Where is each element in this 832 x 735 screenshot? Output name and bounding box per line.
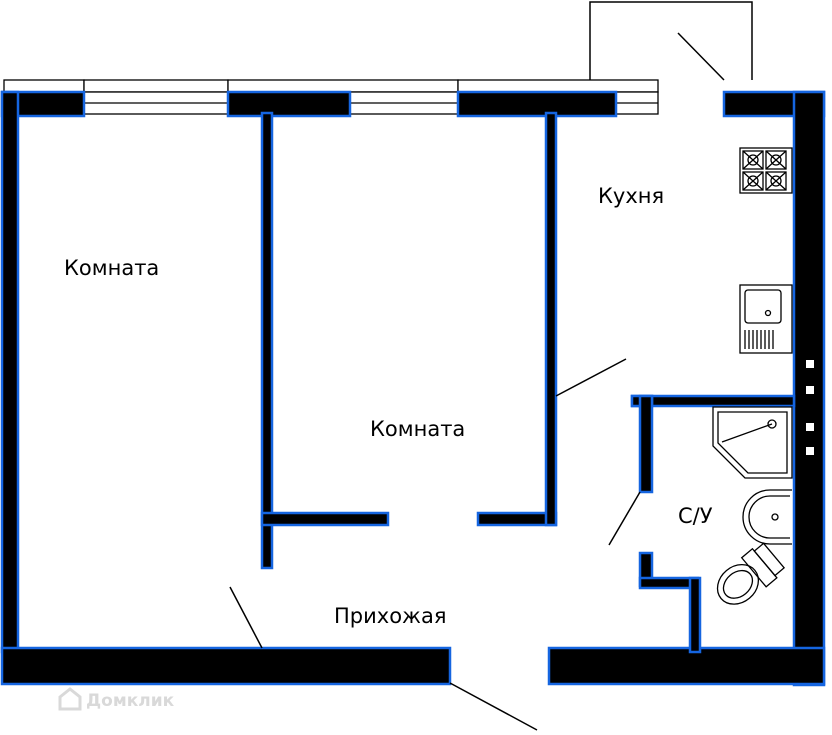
wall-room2-bottom-right	[476, 511, 558, 527]
wall-bath-top	[630, 394, 796, 408]
hallway-label: Прихожая	[334, 604, 446, 628]
toilet-icon	[716, 542, 786, 605]
washbasin-icon	[742, 489, 792, 545]
watermark-text: Домклик	[86, 691, 175, 711]
wall-room2-bottom-left	[260, 511, 390, 527]
balcony	[589, 1, 753, 81]
wall-bottom-right	[547, 646, 826, 686]
wall-bath-bottom	[688, 576, 702, 654]
watermark-logo-icon	[58, 687, 82, 711]
door-swings	[229, 358, 641, 731]
wall-top-right	[456, 90, 618, 118]
windows	[3, 79, 659, 115]
kitchen-sink-icon	[739, 284, 793, 354]
watermark: Домклик	[58, 687, 175, 711]
wall-room2-right	[544, 111, 558, 527]
right-wall-vents	[806, 360, 814, 455]
interior-walls	[260, 111, 796, 654]
shower-icon	[712, 406, 793, 479]
wall-bath-left-upper	[638, 394, 654, 494]
wall-room-divider	[260, 111, 274, 570]
wall-bottom-left	[0, 646, 452, 686]
room-labels: Комната Комната Кухня С/У Прихожая	[64, 184, 713, 628]
room1-label: Комната	[64, 256, 159, 280]
stove-icon	[739, 147, 793, 194]
bathroom-label: С/У	[678, 504, 713, 528]
room2-label: Комната	[370, 417, 465, 441]
wall-top-mid	[226, 90, 352, 118]
kitchen-label: Кухня	[598, 184, 664, 208]
wall-left	[0, 90, 20, 654]
